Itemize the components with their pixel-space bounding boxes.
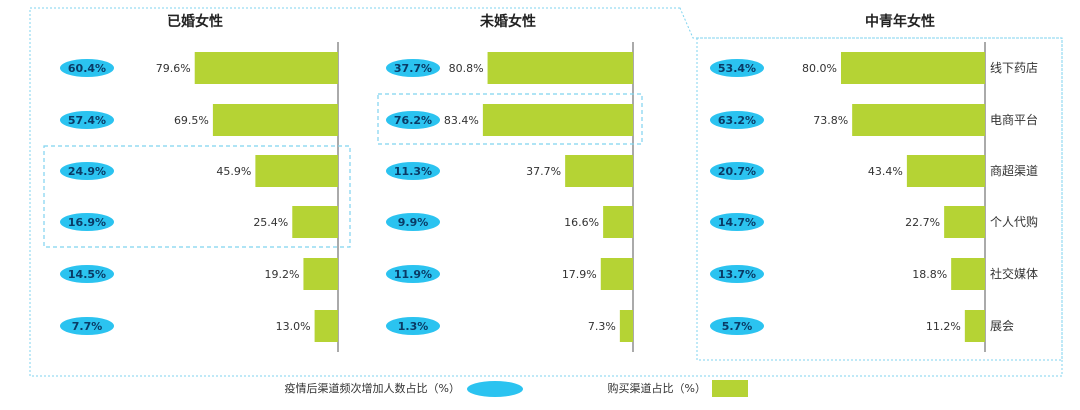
pill: [710, 111, 764, 129]
pill-value-label: 5.7%: [722, 320, 753, 333]
pill-value-label: 20.7%: [718, 165, 756, 178]
panel-title: 未婚女性: [480, 13, 536, 30]
pill: [710, 213, 764, 231]
pill: [386, 59, 440, 77]
legend-pill-swatch: [467, 381, 523, 397]
pill-value-label: 1.3%: [398, 320, 429, 333]
highlight-box-unmarried: [377, 93, 643, 145]
panel-title: 中青年女性: [865, 13, 935, 30]
pill-value-label: 63.2%: [718, 114, 756, 127]
bar-value-label: 45.9%: [216, 165, 251, 178]
bar-value-label: 69.5%: [174, 114, 209, 127]
pill-value-label: 14.7%: [718, 216, 756, 229]
category-label: 线下药店: [990, 61, 1038, 75]
bar-value-label: 83.4%: [444, 114, 479, 127]
bar: [600, 258, 633, 290]
pill: [60, 317, 114, 335]
legend-bar-label: 购买渠道占比（%）: [608, 381, 706, 395]
pill-value-label: 57.4%: [68, 114, 106, 127]
bar-value-label: 13.0%: [276, 320, 311, 333]
category-label: 社交媒体: [990, 266, 1038, 281]
pill: [60, 213, 114, 231]
bar: [303, 258, 338, 290]
pill: [386, 111, 440, 129]
pill-value-label: 24.9%: [68, 165, 106, 178]
pill: [710, 59, 764, 77]
bar-value-label: 43.4%: [868, 165, 903, 178]
legend-bar-swatch: [712, 380, 748, 397]
bar-value-label: 17.9%: [562, 268, 597, 281]
bar-value-label: 73.8%: [813, 114, 848, 127]
pill-value-label: 16.9%: [68, 216, 106, 229]
pill-value-label: 53.4%: [718, 62, 756, 75]
bar: [487, 52, 633, 84]
bar: [951, 258, 985, 290]
pill-value-label: 37.7%: [394, 62, 432, 75]
bar: [194, 52, 338, 84]
highlight-box-married: [43, 145, 351, 248]
bar-value-label: 80.0%: [802, 62, 837, 75]
bar: [482, 104, 633, 136]
pill: [60, 59, 114, 77]
category-label: 电商平台: [990, 112, 1038, 127]
bar: [314, 310, 338, 342]
pill-value-label: 76.2%: [394, 114, 432, 127]
bar: [841, 52, 985, 84]
legend-pill-label: 疫情后渠道频次增加人数占比（%）: [285, 381, 460, 395]
bar: [255, 155, 338, 187]
category-label: 个人代购: [990, 214, 1038, 229]
bar-value-label: 18.8%: [912, 268, 947, 281]
bar-value-label: 79.6%: [156, 62, 191, 75]
bar: [603, 206, 633, 238]
panel-title: 已婚女性: [167, 13, 223, 30]
category-label: 商超渠道: [990, 163, 1038, 178]
pill: [386, 317, 440, 335]
pill: [710, 317, 764, 335]
outer-dashed-frame: [29, 7, 1063, 377]
pill-value-label: 11.9%: [394, 268, 432, 281]
pill-value-label: 60.4%: [68, 62, 106, 75]
bar: [292, 206, 338, 238]
bar: [212, 104, 338, 136]
pill: [386, 162, 440, 180]
bar: [906, 155, 985, 187]
bar-value-label: 16.6%: [564, 216, 599, 229]
bar: [964, 310, 985, 342]
pill: [60, 265, 114, 283]
pill-value-label: 14.5%: [68, 268, 106, 281]
bar-value-label: 11.2%: [926, 320, 961, 333]
pill-value-label: 9.9%: [398, 216, 429, 229]
pill: [710, 162, 764, 180]
bar-value-label: 22.7%: [905, 216, 940, 229]
bar-value-label: 7.3%: [588, 320, 616, 333]
bar: [852, 104, 985, 136]
bar-value-label: 80.8%: [449, 62, 484, 75]
pill-value-label: 7.7%: [72, 320, 103, 333]
category-label: 展会: [990, 319, 1014, 333]
pill: [60, 162, 114, 180]
pill: [386, 213, 440, 231]
bar: [619, 310, 633, 342]
panel-frame-young-women: [696, 37, 1063, 361]
bar-value-label: 25.4%: [253, 216, 288, 229]
pill: [386, 265, 440, 283]
pill-value-label: 11.3%: [394, 165, 432, 178]
bar-value-label: 19.2%: [264, 268, 299, 281]
pill-value-label: 13.7%: [718, 268, 756, 281]
bar: [944, 206, 985, 238]
bar-value-label: 37.7%: [526, 165, 561, 178]
pill: [710, 265, 764, 283]
bar: [565, 155, 633, 187]
pill: [60, 111, 114, 129]
